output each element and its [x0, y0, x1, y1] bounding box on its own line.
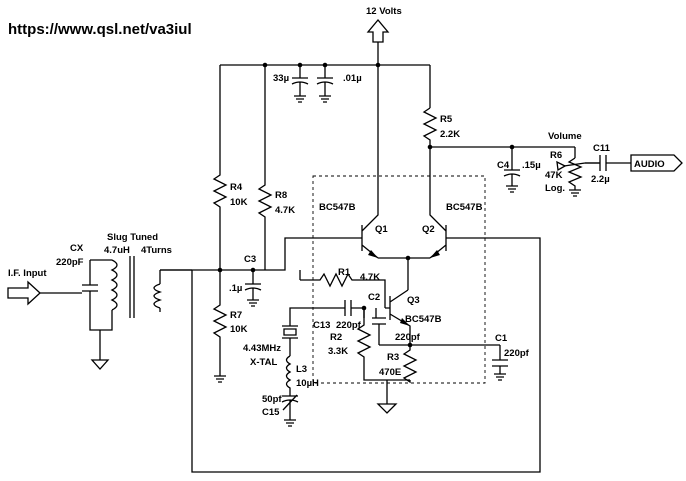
capacitor-c11 [585, 155, 631, 171]
capacitor-c1 [492, 345, 508, 381]
r8-value: 4.7K [275, 205, 295, 216]
transformer-note-slug: Slug Tuned [107, 232, 158, 243]
r7-value: 10K [230, 324, 248, 335]
transformer-primary-capacitor-cx [82, 259, 113, 360]
r3-value: 470E [379, 367, 401, 378]
r6-value: 47K [545, 170, 563, 181]
c2-ref: C2 [368, 292, 380, 303]
capacitor-c3 [244, 270, 262, 307]
r6-ref: R6 [550, 150, 562, 161]
transistor-q2 [429, 208, 453, 259]
q2-type: BC547B [446, 202, 483, 213]
r5-ref: R5 [440, 114, 453, 125]
transformer-primary-coil [110, 259, 118, 311]
q1-ref: Q1 [375, 224, 388, 235]
supply-arrow [366, 18, 390, 43]
r4-ref: R4 [230, 182, 243, 193]
q2-ref: Q2 [422, 224, 435, 235]
capacitor-bulk [291, 65, 309, 103]
resistor-r1 [300, 272, 386, 308]
q1-type: BC547B [319, 202, 356, 213]
xtal-name: X-TAL [250, 357, 277, 368]
supply-rail [219, 42, 431, 160]
resistor-r5 [422, 107, 438, 147]
r2-ref: R2 [330, 332, 342, 343]
cx-value: 220pF [56, 257, 84, 268]
q1-base-wire [160, 237, 355, 271]
c4-value: .15µ [522, 160, 541, 171]
r6-taper: Log. [545, 183, 565, 194]
c1-ref: C1 [495, 333, 508, 344]
transformer-core [129, 256, 135, 318]
r2-value: 3.3K [328, 346, 348, 357]
capacitor-c4 [503, 169, 521, 193]
c4-ref: C4 [497, 160, 510, 171]
audio-output-arrow [630, 154, 683, 172]
l3-ref: L3 [296, 364, 307, 375]
output-wire [430, 146, 576, 170]
resistor-r2 [356, 308, 410, 381]
q3-type: BC547B [405, 314, 442, 325]
transistor-q1 [355, 208, 379, 259]
r4-value: 10K [230, 197, 248, 208]
resistor-r3 [402, 345, 418, 384]
inductor-l3 [285, 355, 292, 396]
capacitor-c13 [289, 300, 364, 320]
capacitor-c2 [363, 308, 386, 345]
c11-ref: C11 [593, 143, 611, 154]
cx-ref: CX [70, 243, 84, 254]
r7-ref: R7 [230, 310, 242, 321]
c15-ref: C15 [262, 407, 280, 418]
supply-label: 12 Volts [366, 6, 402, 17]
resistor-r7 [212, 270, 228, 383]
crystal-xtal [282, 320, 298, 356]
resistor-r4 [212, 160, 228, 270]
q3-ref: Q3 [407, 295, 420, 306]
source-url: https://www.qsl.net/va3iul [8, 21, 192, 38]
capacitor-c15-trimmer [281, 394, 299, 427]
r8-ref: R8 [275, 190, 287, 201]
ground-symbol [376, 380, 398, 414]
r3-ref: R3 [387, 352, 399, 363]
r5-value: 2.2K [440, 129, 460, 140]
ground-transformer [90, 359, 110, 370]
c2-value: 220pf [395, 332, 421, 343]
resistor-r8 [257, 160, 273, 270]
l3-value: 10µH [296, 378, 319, 389]
c13-ref: C13 [313, 320, 330, 331]
input-label: I.F. Input [8, 268, 47, 279]
c13-value: 220pf [336, 320, 362, 331]
c3-value: .1µ [229, 283, 242, 294]
transistor-q3 [385, 289, 411, 345]
c3-ref: C3 [244, 254, 256, 265]
xtal-frequency: 4.43MHz [243, 343, 281, 354]
emitter-join-wire [378, 257, 430, 290]
capacitor-decoupling [316, 65, 334, 103]
volume-title: Volume [548, 131, 582, 142]
feedback-loop-wire [160, 237, 541, 473]
audio-output-label: AUDIO [634, 159, 665, 170]
transformer-note-turns: 4Turns [141, 245, 172, 256]
r1-ref: R1 [338, 267, 351, 278]
transformer-secondary-coil [153, 270, 163, 309]
capacitor-decoupling-value: .01µ [343, 73, 362, 84]
r1-value: 4.7K [360, 272, 380, 283]
transformer-note-inductance: 4.7uH [104, 245, 130, 256]
c11-value: 2.2µ [591, 174, 610, 185]
c15-value: 50pf [262, 394, 282, 405]
c1-value: 220pf [504, 348, 530, 359]
input-arrow [7, 280, 41, 306]
capacitor-bulk-value: 33µ [273, 73, 289, 84]
